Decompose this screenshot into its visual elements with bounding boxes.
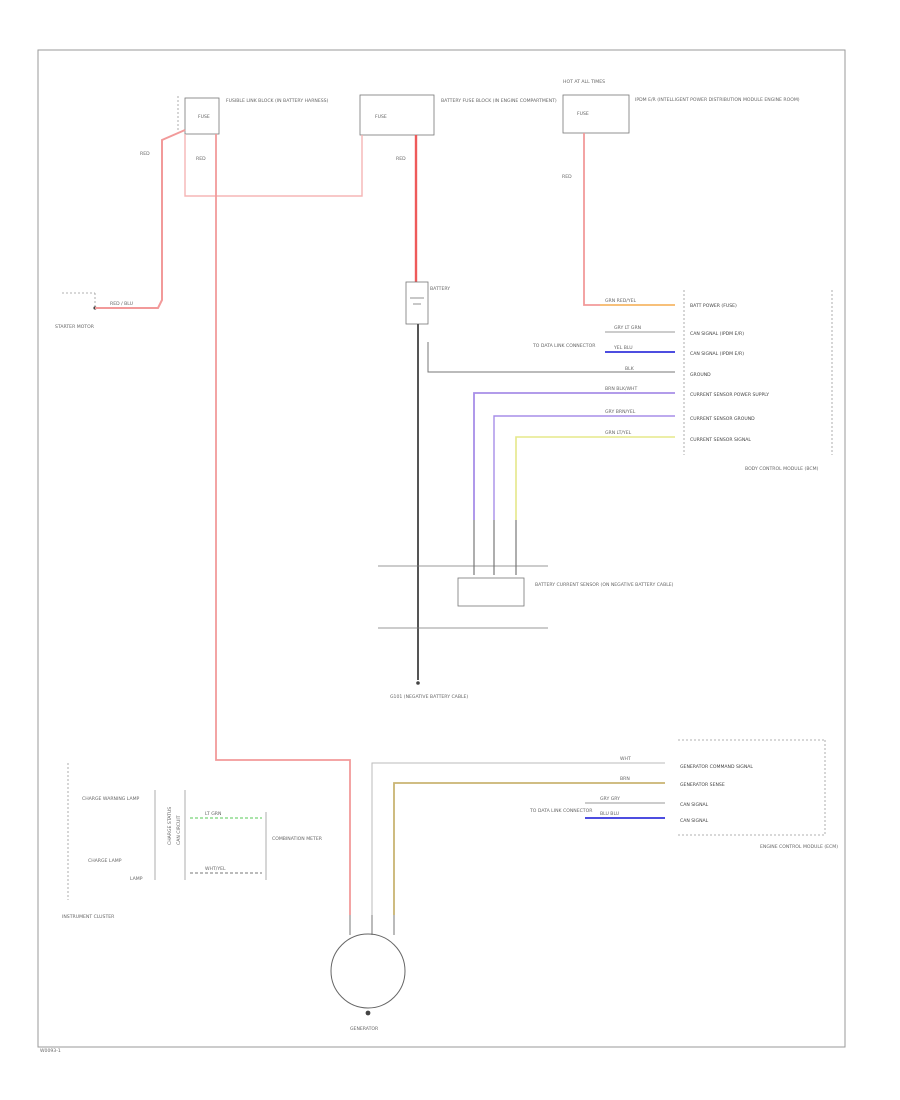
- wire-cs-signal: [515, 436, 675, 520]
- ecm-connector: GENERATOR COMMAND SIGNAL GENERATOR SENSE…: [678, 739, 838, 850]
- svg-text:RED: RED: [562, 174, 572, 180]
- svg-text:FUSE: FUSE: [375, 114, 387, 120]
- wire-cs-ground: [493, 415, 675, 520]
- svg-text:GRY GRY: GRY GRY: [600, 796, 620, 802]
- svg-text:GRY LT GRN: GRY LT GRN: [614, 325, 641, 331]
- battery-fuse-block-label: BATTERY FUSE BLOCK (IN ENGINE COMPARTMEN…: [441, 98, 557, 104]
- starter-motor: STARTER MOTOR: [55, 292, 97, 330]
- generator-label: GENERATOR: [350, 1026, 379, 1032]
- wire-bcm-ground: [427, 342, 675, 373]
- svg-text:RED / BLU: RED / BLU: [110, 301, 133, 307]
- wire-fuse-bus: [184, 134, 363, 197]
- ground-label: G101 (NEGATIVE BATTERY CABLE): [390, 694, 468, 700]
- svg-text:GRY BRN/YEL: GRY BRN/YEL: [605, 409, 636, 415]
- wire-ecm-command: [371, 762, 665, 915]
- svg-text:GENERATOR COMMAND SIGNAL: GENERATOR COMMAND SIGNAL: [680, 764, 753, 770]
- wire-bcm-batt: [583, 133, 675, 306]
- svg-text:WHT: WHT: [620, 756, 631, 762]
- battery-current-sensor-label: BATTERY CURRENT SENSOR (ON NEGATIVE BATT…: [535, 582, 674, 588]
- svg-text:FUSE: FUSE: [577, 111, 589, 117]
- ipdm-label: IPDM E/R (INTELLIGENT POWER DISTRIBUTION…: [635, 97, 800, 103]
- svg-text:CAN CIRCUIT: CAN CIRCUIT: [176, 815, 182, 845]
- bcm-label: BODY CONTROL MODULE (BCM): [745, 466, 819, 472]
- svg-text:CHARGE WARNING LAMP: CHARGE WARNING LAMP: [82, 796, 140, 802]
- svg-text:CAN SIGNAL (IPDM E/R): CAN SIGNAL (IPDM E/R): [690, 351, 744, 357]
- svg-text:HOT AT ALL TIMES: HOT AT ALL TIMES: [563, 79, 605, 85]
- battery: BATTERY: [405, 281, 450, 325]
- svg-text:RED: RED: [140, 151, 150, 157]
- wire-cs-power: [473, 392, 675, 520]
- svg-text:GRN LT/YEL: GRN LT/YEL: [605, 430, 632, 436]
- wire-starter-feed: [95, 129, 186, 309]
- instrument-cluster-label: INSTRUMENT CLUSTER: [62, 914, 115, 920]
- svg-text:CHARGE LAMP: CHARGE LAMP: [88, 858, 122, 864]
- diagram-frame: [37, 49, 846, 1048]
- svg-text:BRN: BRN: [620, 776, 630, 782]
- battery-current-sensor: BATTERY CURRENT SENSOR (ON NEGATIVE BATT…: [378, 565, 674, 629]
- bcm-connector: BATT POWER (FUSE) CAN SIGNAL (IPDM E/R) …: [683, 290, 833, 472]
- svg-text:WHT/YEL: WHT/YEL: [205, 866, 226, 872]
- svg-text:CAN SIGNAL (IPDM E/R): CAN SIGNAL (IPDM E/R): [690, 331, 744, 337]
- svg-text:CURRENT SENSOR SIGNAL: CURRENT SENSOR SIGNAL: [690, 437, 751, 443]
- svg-text:BLK: BLK: [625, 366, 635, 372]
- fusible-link-label: FUSIBLE LINK BLOCK (IN BATTERY HARNESS): [226, 98, 329, 104]
- svg-text:GENERATOR SENSE: GENERATOR SENSE: [680, 782, 725, 788]
- ipdm-block: HOT AT ALL TIMES FUSE IPDM E/R (INTELLIG…: [562, 79, 800, 134]
- svg-text:CHARGE STATUS: CHARGE STATUS: [167, 807, 173, 845]
- svg-text:TO DATA LINK CONNECTOR: TO DATA LINK CONNECTOR: [529, 808, 593, 814]
- ground-g101: G101 (NEGATIVE BATTERY CABLE): [390, 681, 468, 700]
- wire-generator-power: [215, 134, 351, 915]
- diagram-id: W0093-1: [40, 1048, 61, 1054]
- svg-text:CURRENT SENSOR POWER SUPPLY: CURRENT SENSOR POWER SUPPLY: [690, 392, 769, 398]
- ecm-label: ENGINE CONTROL MODULE (ECM): [760, 844, 838, 850]
- wire-ecm-sense: [393, 782, 665, 915]
- battery-label: BATTERY: [430, 286, 450, 292]
- svg-text:FUSE: FUSE: [198, 114, 210, 120]
- svg-text:LT GRN: LT GRN: [205, 811, 221, 817]
- svg-text:BLU BLU: BLU BLU: [600, 811, 619, 817]
- svg-text:CURRENT SENSOR GROUND: CURRENT SENSOR GROUND: [690, 416, 755, 422]
- svg-text:BATT POWER (FUSE): BATT POWER (FUSE): [690, 303, 737, 309]
- instrument-cluster: CHARGE WARNING LAMP CHARGE LAMP LAMP CHA…: [62, 763, 186, 920]
- svg-text:GRN RED/YEL: GRN RED/YEL: [605, 298, 637, 304]
- svg-text:RED: RED: [396, 156, 406, 162]
- svg-text:COMBINATION METER: COMBINATION METER: [272, 836, 323, 842]
- svg-text:CAN SIGNAL: CAN SIGNAL: [680, 818, 709, 824]
- svg-text:TO DATA LINK CONNECTOR: TO DATA LINK CONNECTOR: [532, 343, 596, 349]
- generator: GENERATOR: [330, 915, 406, 1032]
- svg-text:RED: RED: [196, 156, 206, 162]
- fusible-link-block: FUSE FUSIBLE LINK BLOCK (IN BATTERY HARN…: [177, 96, 329, 135]
- svg-text:LAMP: LAMP: [130, 876, 143, 882]
- svg-text:BRN BLK/WHT: BRN BLK/WHT: [605, 386, 638, 392]
- starter-motor-label: STARTER MOTOR: [55, 324, 95, 330]
- svg-text:GROUND: GROUND: [690, 372, 711, 378]
- svg-text:CAN SIGNAL: CAN SIGNAL: [680, 802, 709, 808]
- battery-fuse-block: FUSE BATTERY FUSE BLOCK (IN ENGINE COMPA…: [359, 94, 557, 136]
- combination-meter: COMBINATION METER: [265, 812, 323, 880]
- svg-text:YEL BLU: YEL BLU: [613, 345, 633, 351]
